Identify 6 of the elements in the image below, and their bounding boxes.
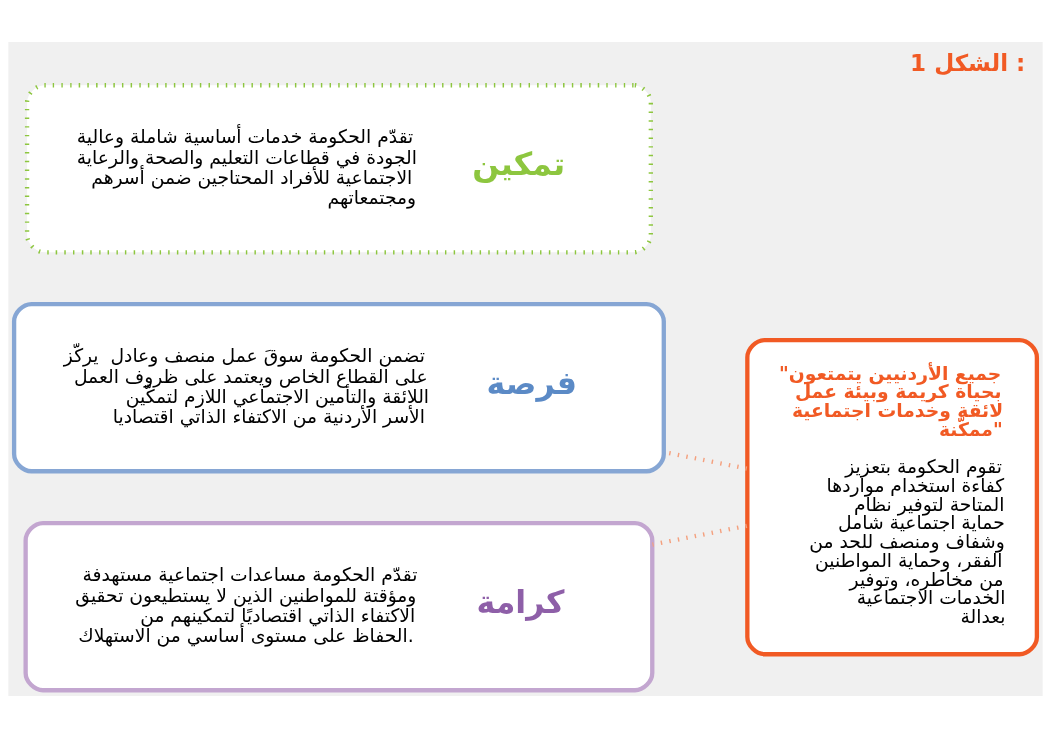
node-box: "جميع الأردنيين يتمتعون بحياة كريمة وبيئة عمل لائقة وخدمات اجتماعية ممكّنة" تقوم الحكومة بتعزيز كفاءة استخدام مواردها المتاحة لتوفير نظام حماية اجتماعية شامل وشفاف ومنصف للحد من الفقر، وحماية المواطنين من مخاطره، وتوفير الخدمات الاجتماعية بعدالة — [745, 338, 1040, 657]
node-box: تقدّم الحكومة خدمات أساسية شاملة وعالية الجودة في قطاعات التعليم والصحة والرعاية الاجتماعية للأفراد المحتاجين ضمن أسرهم ومجتمعاتهم تمكين — [24, 83, 653, 255]
diagram-title: الشكل 1 : — [910, 49, 1026, 76]
node-box: تقدّم الحكومة مساعدات اجتماعية مستهدفة ومؤقتة للمواطنين الذين لا يستطيعون تحقيق الاكتفاء الذاتي اقتصاديًا لتمكينهم من الحفاظ على مستوى أساسي من الاستهلاك. كرامة — [23, 521, 655, 693]
node-box: تضمن الحكومة سوقَ عمل منصف وعادل يركّز على القطاع الخاص ويعتمد على ظروف العمل اللائقة والتأمين الاجتماعي اللازم لتمكّين الأسر الأردنية من الاكتفاء الذاتي اقتصاديا فرصة — [11, 302, 666, 474]
connector — [652, 523, 748, 547]
